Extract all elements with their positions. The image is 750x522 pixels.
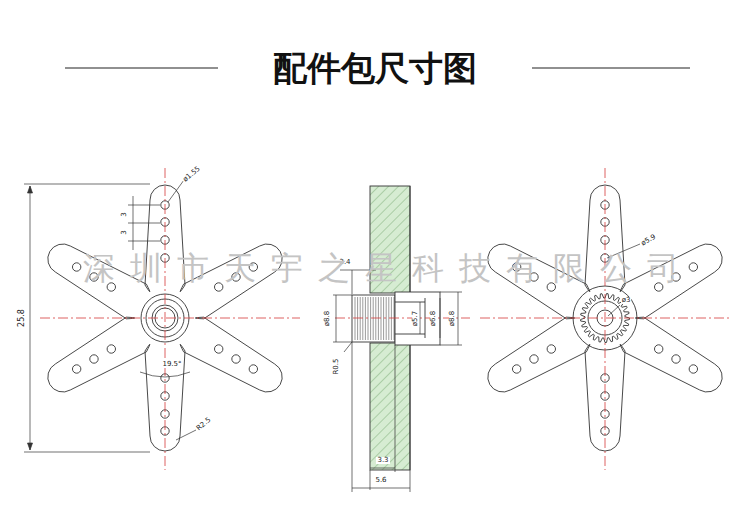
mounting-hole	[90, 355, 98, 363]
spline-line	[383, 297, 384, 340]
mounting-hole	[672, 355, 680, 363]
mounting-hole	[530, 355, 538, 363]
dimension-label: 19.5°	[161, 361, 182, 368]
mounting-hole	[107, 345, 115, 353]
spline-line	[370, 297, 371, 340]
center-line	[40, 168, 730, 470]
dimension-label: ø1.55	[181, 164, 202, 183]
dimension-label: R0.5	[333, 357, 340, 375]
spline-line	[378, 297, 379, 340]
mounting-hole	[547, 345, 555, 353]
mounting-hole	[107, 283, 115, 291]
title-rule	[532, 67, 690, 68]
page-title: 配件包尺寸图	[263, 48, 487, 88]
dimension-label: 3	[121, 211, 128, 217]
dimension-label: ø3	[621, 297, 632, 304]
title-rule	[65, 67, 218, 68]
dimension-label: 5.6	[374, 477, 387, 484]
spline-line	[355, 297, 356, 340]
spline-line	[375, 297, 376, 340]
mounting-hole	[689, 365, 697, 373]
dimension-label: ø8.8	[324, 309, 331, 326]
spline-line	[373, 297, 374, 340]
spline-line	[365, 297, 366, 340]
watermark: 深圳市天宇之星科技有限公司	[68, 252, 695, 284]
dimension-line	[24, 180, 640, 492]
dimension-label: ø6.8	[430, 309, 437, 326]
spline-line	[381, 297, 382, 340]
mounting-hole	[547, 283, 555, 291]
spline-line	[391, 297, 392, 340]
mounting-hole	[72, 365, 80, 373]
spline-line	[360, 297, 361, 340]
mounting-hole	[654, 283, 662, 291]
dimension-label: 3.3	[376, 457, 389, 464]
spline-line	[362, 297, 363, 340]
mounting-hole	[72, 263, 80, 271]
mounting-hole	[214, 283, 222, 291]
dimension-label: 3	[121, 229, 128, 235]
mounting-hole	[214, 345, 222, 353]
dimension-label: 25.8	[18, 308, 26, 328]
dimension-label: ø8.8	[449, 309, 456, 326]
spline-line	[357, 297, 358, 340]
dimension-label: ø5.9	[640, 233, 659, 248]
spline-line	[388, 297, 389, 340]
horn-section-view	[352, 186, 440, 470]
dimension-label: ø5.7	[412, 309, 419, 326]
dimension-label: R2.5	[195, 416, 213, 433]
spline-line	[368, 297, 369, 340]
spline-line	[386, 297, 387, 340]
mounting-hole	[249, 365, 257, 373]
spline-line	[394, 297, 395, 340]
mounting-hole	[512, 365, 520, 373]
mounting-hole	[654, 345, 662, 353]
mounting-hole	[232, 355, 240, 363]
